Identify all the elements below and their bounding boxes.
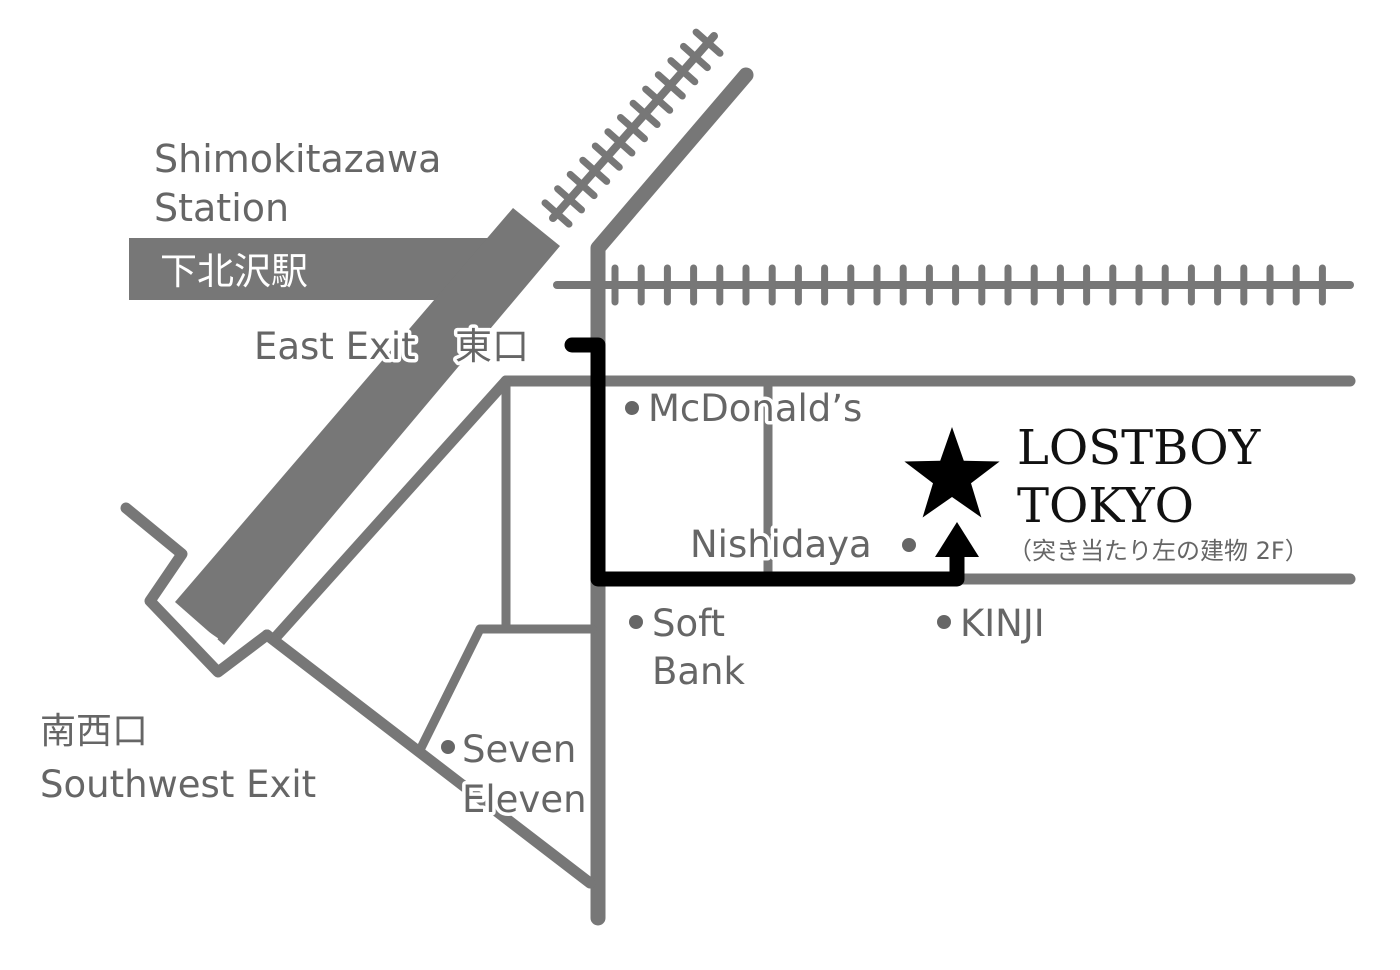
softbank-label-line1: Soft: [652, 602, 725, 645]
southwest-exit-en-label: Southwest Exit: [40, 763, 316, 806]
station-name-bar: [129, 238, 493, 300]
walking-route: [564, 337, 979, 587]
seven-eleven-label-line1: Seven: [462, 728, 576, 771]
railway-horizontal-ties: [611, 264, 1326, 306]
route-line: [564, 337, 965, 587]
road-southwest-exit-path: [120, 502, 273, 678]
station-building: [129, 208, 560, 645]
nishidaya-label: Nishidaya: [690, 523, 872, 566]
east-exit-jp-label: 東口: [455, 325, 529, 368]
mcdonalds-dot: [625, 401, 639, 415]
seven-eleven-dot: [441, 740, 455, 754]
southwest-exit-door: [176, 611, 219, 642]
southwest-exit-jp-label: 南西口: [40, 711, 148, 752]
station-name-en-line2: Station: [154, 186, 289, 230]
destination-name-line1: LOSTBOY: [1017, 420, 1262, 476]
station-name-en-line1: Shimokitazawa: [154, 137, 441, 181]
softbank-dot: [629, 615, 643, 629]
softbank-label-line2: Bank: [652, 650, 746, 693]
station-platform: [175, 208, 560, 645]
road-small-diagonal: [415, 624, 485, 755]
destination-name-line2: TOKYO: [1017, 478, 1194, 534]
mcdonalds-label: McDonald’s: [648, 387, 862, 430]
road-southwest-diagonal: [261, 629, 596, 889]
destination-note: （突き当たり左の建物 2F）: [1008, 537, 1309, 565]
kinji-dot: [937, 615, 951, 629]
road-diagonal-west: [269, 375, 512, 644]
nishidaya-dot: [902, 538, 916, 552]
route-arrow-icon: [935, 522, 979, 557]
east-exit-en-label: East Exit: [254, 325, 416, 368]
road-main-vertical: [590, 67, 754, 926]
station-name-jp: 下北沢駅: [160, 250, 308, 293]
railway-lines: [541, 28, 1354, 306]
kinji-label: KINJI: [960, 602, 1045, 645]
seven-eleven-label-line2: Eleven: [462, 778, 587, 821]
railway-diagonal-ties: [541, 28, 724, 228]
star-icon: [904, 427, 1000, 518]
